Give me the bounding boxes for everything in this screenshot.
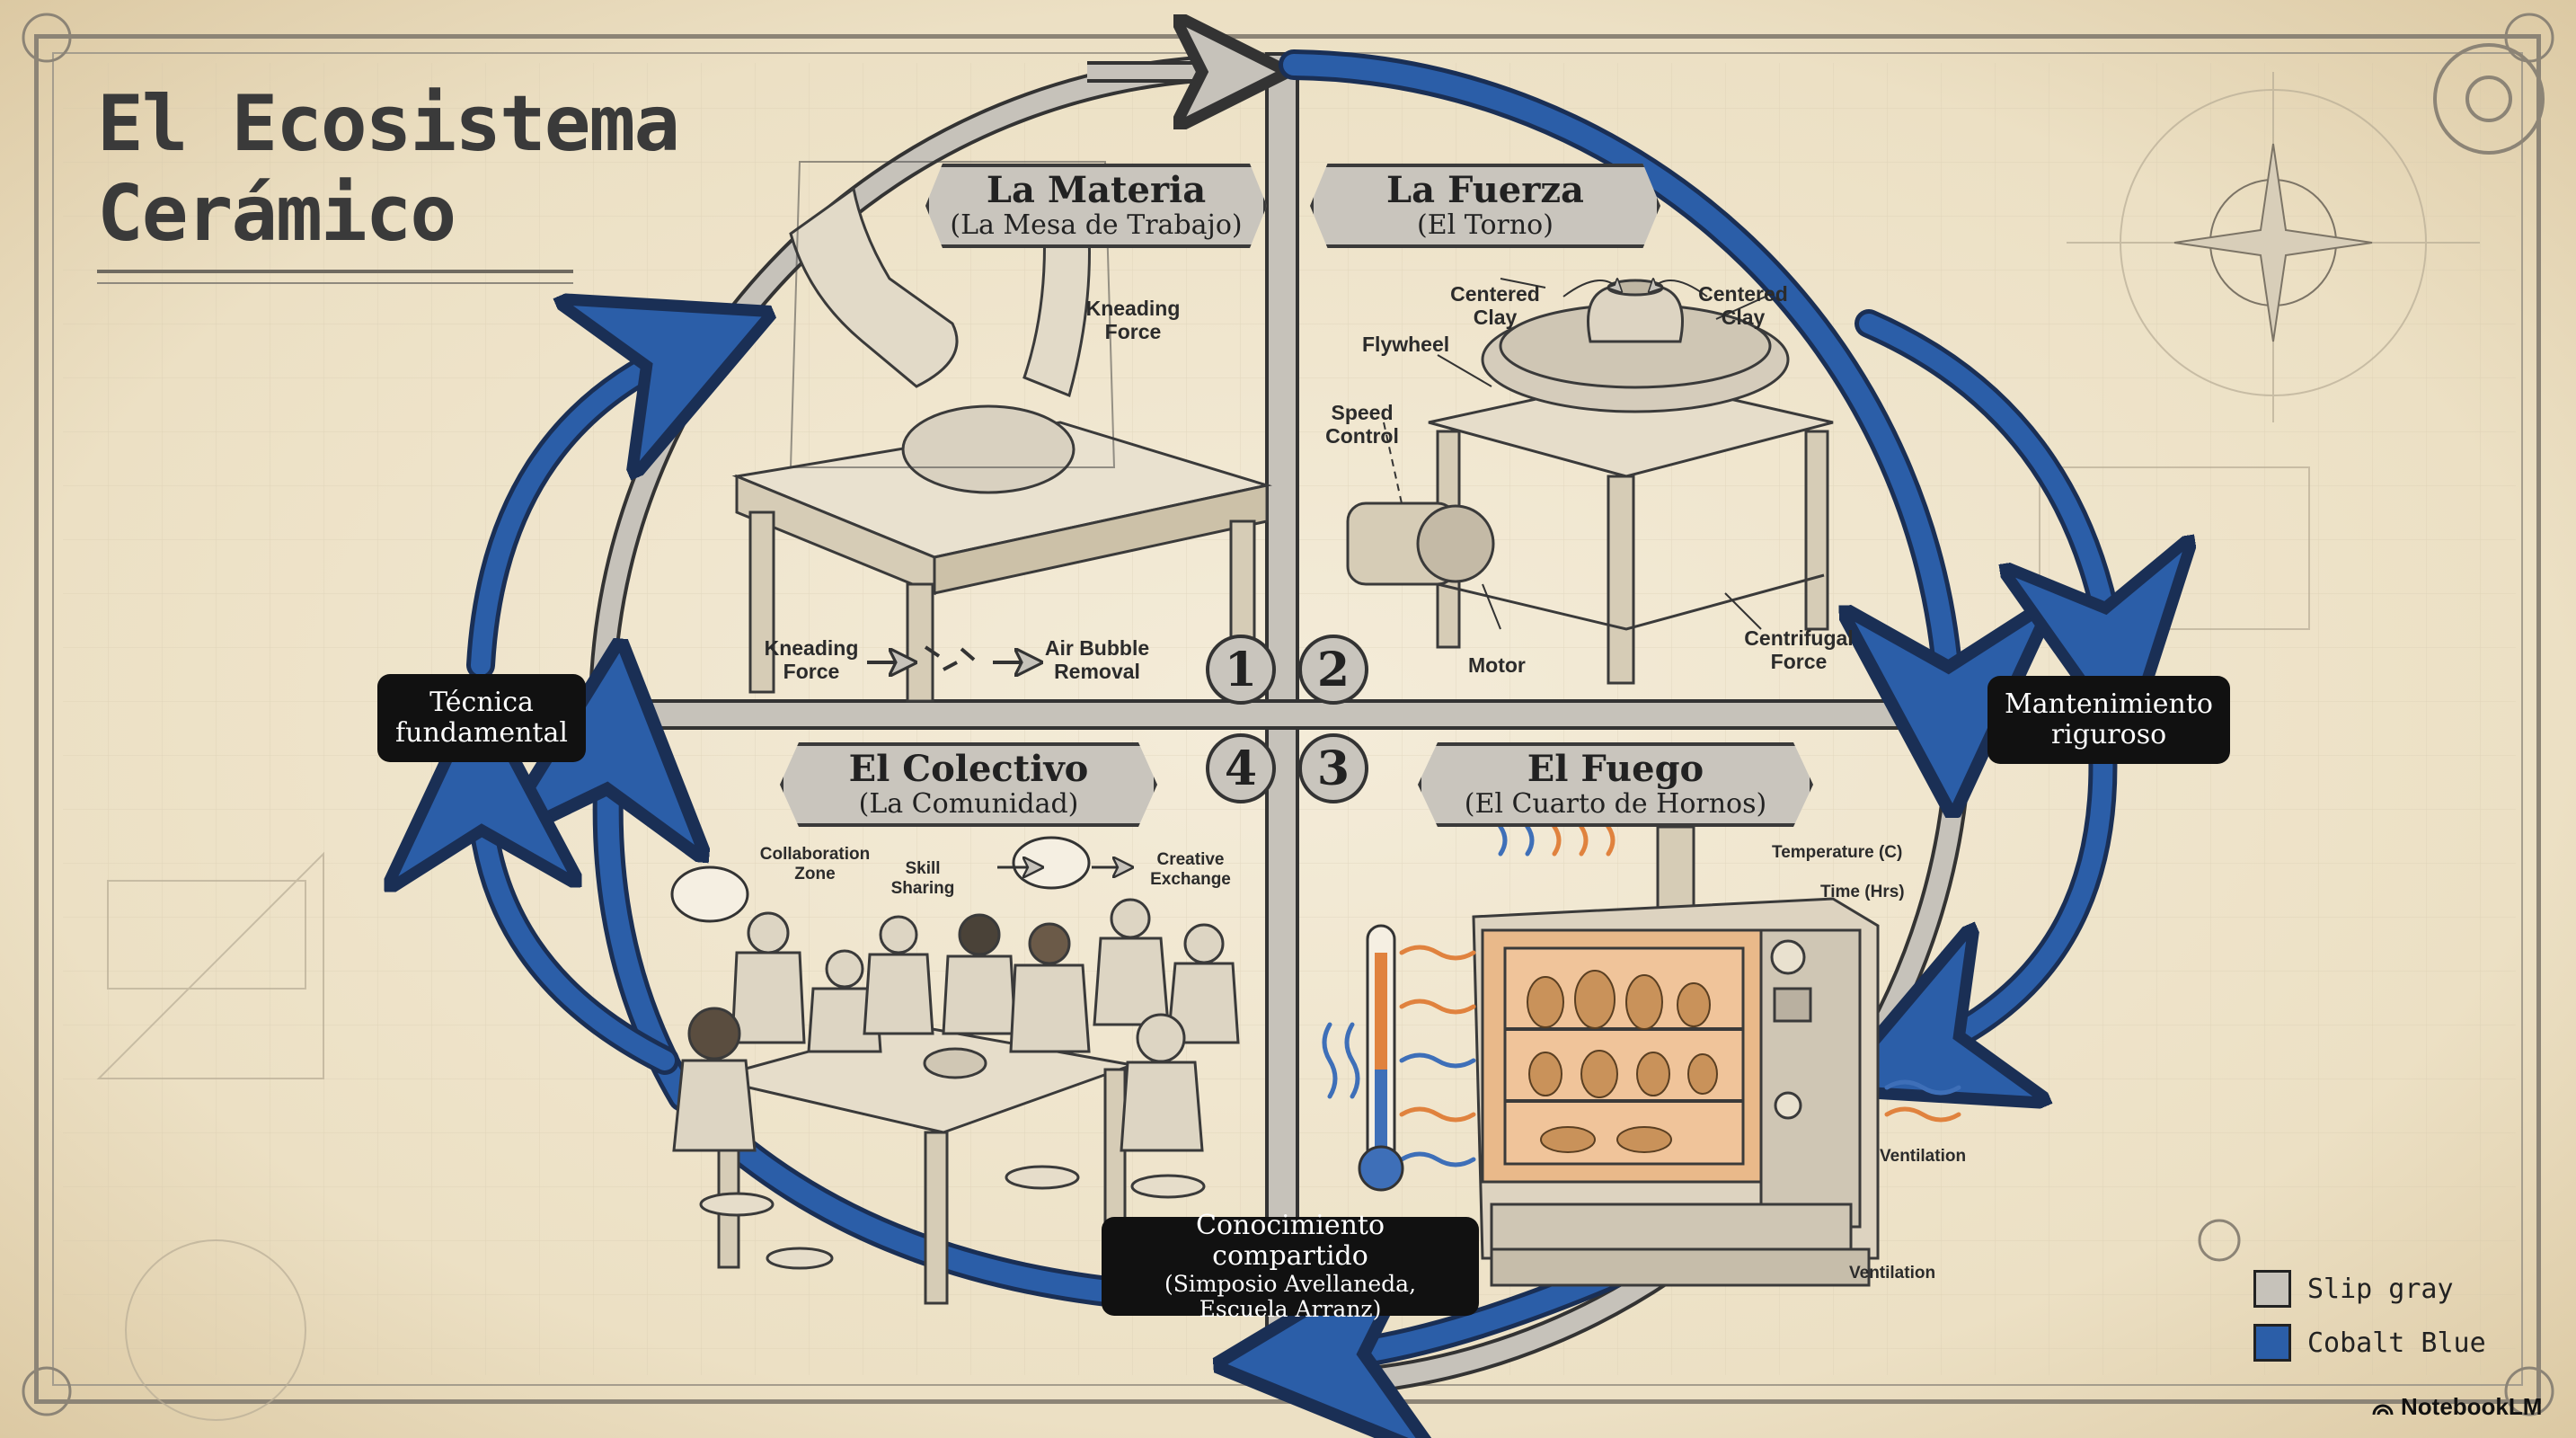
gear-icon-corners	[22, 13, 2554, 1416]
heat-wave-lines	[1322, 797, 1961, 1167]
quadrant-number-1: 1	[1206, 635, 1276, 705]
notebooklm-logo-icon	[2372, 1404, 2394, 1415]
legend-swatch-slip-gray	[2253, 1270, 2291, 1308]
banner-el-fuego: El Fuego (El Cuarto de Hornos)	[1418, 742, 1813, 827]
label-temperature: Temperature (C)	[1772, 843, 1903, 862]
badge-title: Conocimiento compartido	[1195, 1210, 1385, 1272]
banner-title: El Colectivo	[848, 748, 1089, 790]
legend-item: Cobalt Blue	[2253, 1316, 2486, 1370]
kiln-pots	[1527, 970, 1718, 1153]
badge-tecnica-fundamental: Técnica fundamental	[377, 674, 586, 762]
label-kneading-force-bottom: Kneading Force	[764, 636, 859, 683]
title-rule-thin	[97, 282, 573, 284]
legend-item: Slip gray	[2253, 1262, 2486, 1316]
brand-label: NotebookLM	[2401, 1393, 2543, 1420]
legend-swatch-cobalt-blue	[2253, 1324, 2291, 1362]
title-rule	[97, 270, 573, 273]
air-bubble-arrows	[867, 645, 1029, 670]
badge-subtitle: (Simposio Avellaneda, Escuela Arranz)	[1164, 1271, 1417, 1322]
wheel-leader-lines	[1383, 279, 1766, 630]
banner-title: La Materia	[986, 169, 1207, 211]
badge-conocimiento-compartido: Conocimiento compartido (Simposio Avella…	[1102, 1211, 1479, 1322]
quadrant-number-3: 3	[1298, 733, 1368, 803]
label-centered-clay-left: Centered Clay	[1450, 282, 1540, 329]
kneading-table-illustration	[731, 161, 1272, 703]
label-motor: Motor	[1468, 653, 1526, 677]
label-speed-control: Speed Control	[1325, 401, 1399, 448]
legend: Slip gray Cobalt Blue	[2253, 1262, 2486, 1370]
label-flywheel: Flywheel	[1362, 333, 1450, 356]
banner-subtitle: (El Cuarto de Hornos)	[1464, 788, 1767, 820]
thermometer-icon	[1358, 924, 1404, 1192]
label-centered-clay-right: Centered Clay	[1698, 282, 1788, 329]
banner-subtitle: (La Mesa de Trabajo)	[950, 209, 1243, 241]
label-ventilation-side: Ventilation	[1880, 1147, 1967, 1166]
banner-la-materia: La Materia (La Mesa de Trabajo)	[925, 164, 1267, 248]
speech-bubbles	[670, 836, 1123, 923]
gear-icon-top-right	[2433, 43, 2545, 155]
blue-cycle-arrows	[481, 49, 2111, 1357]
notebooklm-brand: NotebookLM	[2372, 1393, 2542, 1421]
label-centrifugal-force: Centrifugal Force	[1744, 626, 1854, 673]
banner-el-colectivo: El Colectivo (La Comunidad)	[780, 742, 1157, 827]
quadrant-number-2: 2	[1298, 635, 1368, 705]
label-skill-sharing: Skill Sharing	[890, 859, 955, 898]
banner-title: El Fuego	[1527, 748, 1704, 790]
label-air-bubble-removal: Air Bubble Removal	[1044, 636, 1150, 683]
pottery-wheel-illustration	[1346, 279, 1834, 685]
legend-label: Cobalt Blue	[2307, 1327, 2486, 1359]
badge-mantenimiento-riguroso: Mantenimiento riguroso	[1987, 676, 2230, 764]
label-time: Time (Hrs)	[1820, 883, 1905, 901]
page-title: El Ecosistema Cerámico	[97, 79, 680, 259]
label-collaboration-zone: Collaboration Zone	[759, 845, 871, 883]
banner-subtitle: (La Comunidad)	[858, 788, 1079, 820]
gray-arc-top-left	[592, 58, 1239, 711]
label-kneading-force-top: Kneading Force	[1085, 297, 1181, 343]
banner-la-fuerza: La Fuerza (El Torno)	[1310, 164, 1660, 248]
label-creative-exchange: Creative Exchange	[1150, 850, 1231, 889]
banner-subtitle: (El Torno)	[1417, 209, 1554, 241]
label-ventilation-bottom: Ventilation	[1849, 1264, 1936, 1283]
legend-label: Slip gray	[2307, 1273, 2454, 1305]
quadrant-number-4: 4	[1206, 733, 1276, 803]
community-people	[672, 898, 1240, 1152]
banner-title: La Fuerza	[1386, 169, 1584, 211]
compass-rose-icon	[2173, 143, 2373, 342]
